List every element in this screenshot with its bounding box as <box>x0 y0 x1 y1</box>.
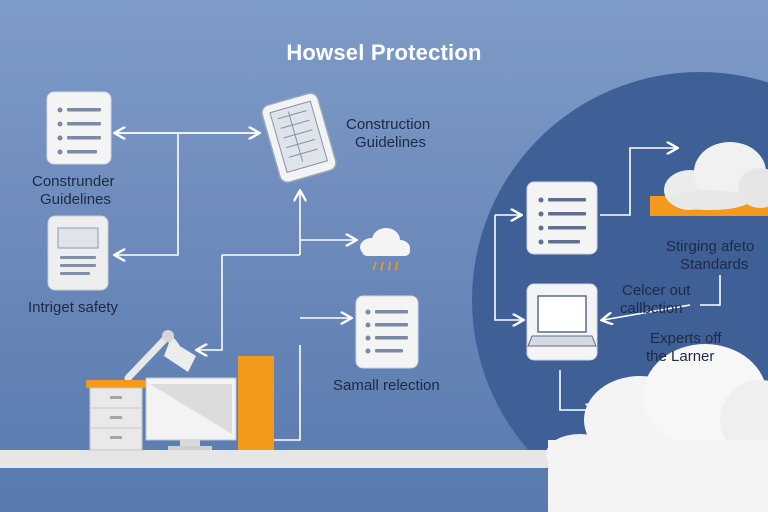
tablet-device[interactable] <box>260 91 338 184</box>
label-standards: Standards <box>680 256 749 273</box>
document-card-mid-left[interactable] <box>47 215 109 291</box>
label-samall-relection: Samall relection <box>333 377 440 394</box>
large-cloud-top-right <box>650 142 768 216</box>
label-stirging: Stirging afeto <box>666 238 755 255</box>
small-cloud-icon <box>360 228 410 272</box>
label-construction: Construction <box>346 116 431 133</box>
document-card-top-left[interactable] <box>46 91 112 165</box>
desk-lamp <box>124 330 196 382</box>
label-the-larner: the Larner <box>646 348 715 365</box>
label-guidelines-top: Guidelines <box>355 134 426 151</box>
connector-lines <box>114 133 721 440</box>
desktop-monitor <box>145 377 237 450</box>
label-celcer-out: Celcer out <box>622 282 691 299</box>
label-construnder: Construnder <box>32 173 115 190</box>
label-guidelines-left: Guidelines <box>40 191 111 208</box>
document-card-center[interactable] <box>355 295 419 369</box>
document-card-right[interactable] <box>526 181 598 255</box>
orange-tower <box>238 356 274 450</box>
large-cloud-bottom-right <box>546 344 768 512</box>
label-experts-off: Experts off <box>650 330 722 347</box>
floor-bar <box>0 450 620 468</box>
label-intriget-safety: Intriget safety <box>28 299 119 316</box>
laptop-card[interactable] <box>526 283 598 361</box>
label-callbction: callbction <box>620 300 683 317</box>
page-title: Howsel Protection <box>286 40 482 65</box>
filing-cabinet <box>86 380 146 451</box>
